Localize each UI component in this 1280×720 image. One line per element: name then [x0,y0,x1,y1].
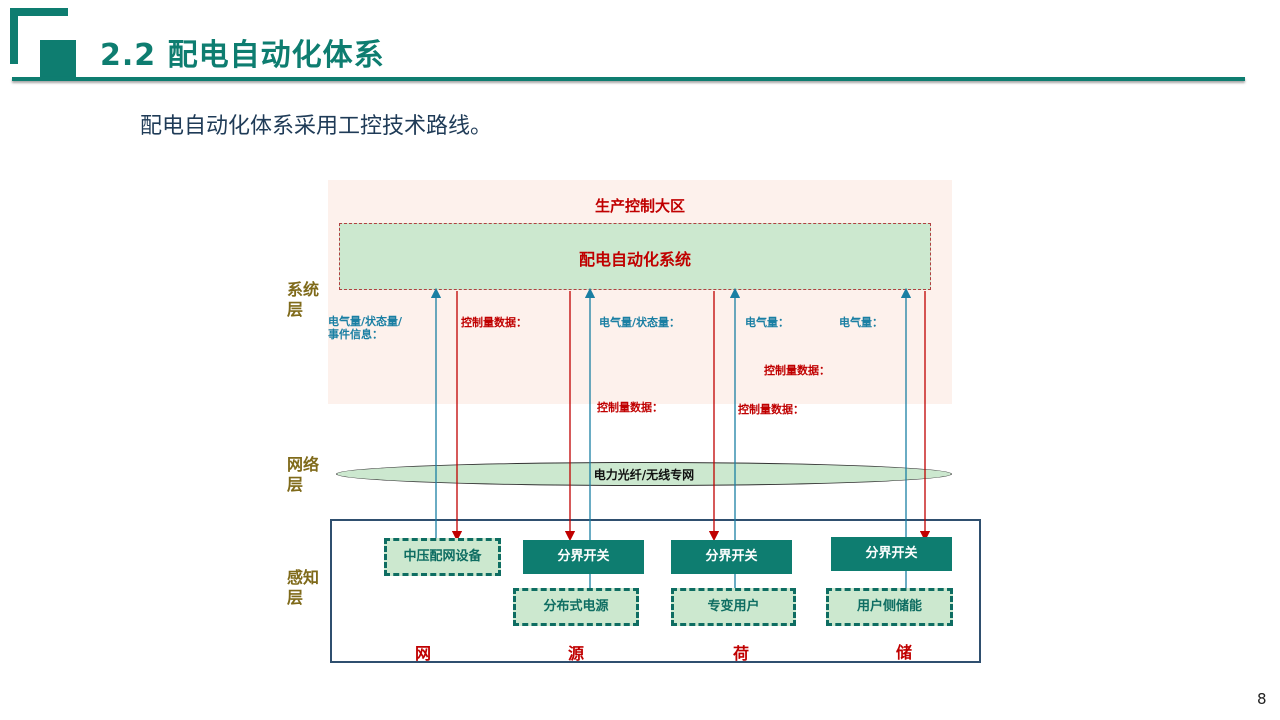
distribution-automation-system-box [339,223,931,290]
logo-block [40,40,76,78]
network-ellipse [336,462,952,486]
flow-label-down-3: 控制量数据： [738,403,804,416]
layer-label-system: 系统层 [287,280,320,319]
category-storage: 储 [896,643,913,662]
sensing-layer-frame [330,519,981,663]
logo-frame [10,8,68,64]
flow-label-up-4: 电气量： [839,316,883,329]
flow-label-down-1: 控制量数据： [461,316,527,329]
page-title: 2.2 配电自动化体系 [100,38,385,73]
user-storage-box: 用户侧储能 [826,588,953,626]
network-label: 电力光纤/无线专网 [593,468,695,482]
flow-label-up-3: 电气量： [745,316,789,329]
flow-label-up-2: 电气量/状态量： [599,316,681,329]
flow-label-down-2: 控制量数据： [597,401,663,414]
boundary-switch-3: 分界开关 [831,537,952,571]
distribution-automation-system-label: 配电自动化系统 [578,250,691,269]
page-number: 8 [1257,690,1267,708]
production-zone-label: 生产控制大区 [594,197,685,215]
mv-distribution-equipment-box: 中压配网设备 [384,538,501,576]
boundary-switch-2: 分界开关 [671,540,792,574]
title-divider [12,77,1245,81]
flow-label-down-4: 控制量数据： [764,364,830,377]
category-grid: 网 [415,644,432,663]
flow-label-up-1: 电气量/状态量/事件信息： [328,315,403,341]
boundary-switch-1: 分界开关 [523,540,644,574]
dedicated-user-box: 专变用户 [671,588,796,626]
category-load: 荷 [733,644,750,663]
distributed-power-box: 分布式电源 [513,588,639,626]
page-subtitle: 配电自动化体系采用工控技术路线。 [140,114,493,139]
layer-label-sensing: 感知层 [287,568,320,607]
layer-label-network: 网络层 [287,455,320,494]
category-source: 源 [568,644,585,663]
